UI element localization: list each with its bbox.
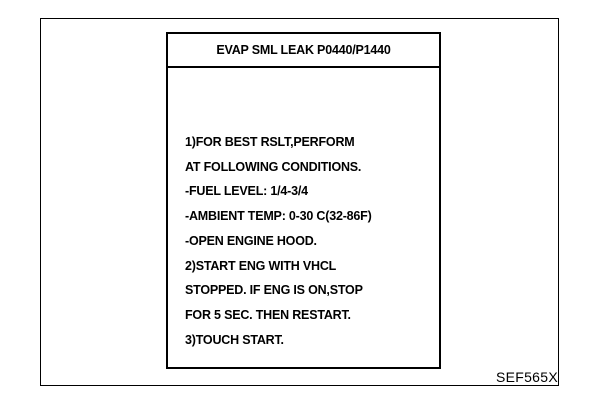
instruction-line: FOR 5 SEC. THEN RESTART. [185, 307, 351, 322]
instruction-line: -AMBIENT TEMP: 0-30 C(32-86F) [185, 209, 372, 224]
instruction-line: 1)FOR BEST RSLT,PERFORM [185, 135, 355, 149]
figure-frame [40, 18, 559, 386]
instruction-line: STOPPED. IF ENG IS ON,STOP [185, 283, 363, 298]
instruction-line: AT FOLLOWING CONDITIONS. [185, 159, 362, 174]
consult-screen: EVAP SML LEAK P0440/P1440 1)FOR BEST RSL… [166, 32, 441, 369]
instruction-line: -OPEN ENGINE HOOD. [185, 233, 317, 248]
instruction-line: -FUEL LEVEL: 1/4-3/4 [185, 184, 308, 199]
instructions-text: 1)FOR BEST RSLT,PERFORM AT FOLLOWING CON… [168, 68, 439, 352]
screen-title: EVAP SML LEAK P0440/P1440 [168, 34, 439, 68]
figure-code: SEF565X [495, 369, 558, 385]
instruction-line: 3)TOUCH START. [185, 332, 284, 347]
instruction-line: 2)START ENG WITH VHCL [185, 258, 337, 273]
